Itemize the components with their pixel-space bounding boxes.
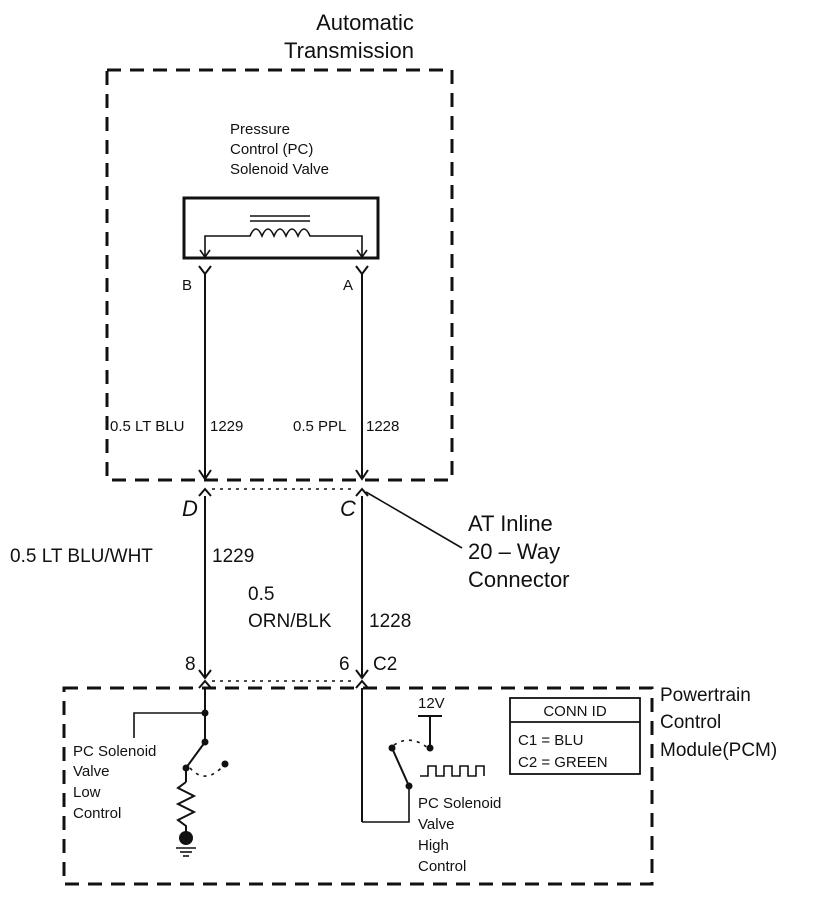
high-control-line1: PC Solenoid <box>418 795 501 812</box>
solenoid-label-line2: Control (PC) <box>230 141 313 158</box>
connector-d-icon <box>198 487 212 497</box>
solenoid-label-line3: Solenoid Valve <box>230 161 329 178</box>
conn-id-row2: C2 = GREEN <box>518 754 608 771</box>
conn-id-row1: C1 = BLU <box>518 732 583 749</box>
arrow-down-icon <box>198 469 212 481</box>
transmission-title-line1: Automatic <box>316 10 414 35</box>
high-control-line3: High <box>418 837 449 854</box>
pin-6-label: 6 <box>339 654 350 675</box>
supply-label: 12V <box>418 695 445 712</box>
harness-left-circuit: 1229 <box>212 546 254 567</box>
low-control-line4: Control <box>73 805 121 822</box>
terminal-b-icon <box>198 265 212 276</box>
pcm-pin-8-icon <box>198 679 212 689</box>
pcm-title-line3: Module(PCM) <box>660 740 777 761</box>
harness-left-gauge: 0.5 LT BLU/WHT <box>10 546 153 567</box>
pwm-signal-icon <box>420 765 485 777</box>
terminal-a-icon <box>355 265 369 276</box>
pcm-title-line2: Control <box>660 712 721 733</box>
arrow-down-icon <box>355 469 369 481</box>
wire-right-circuit: 1228 <box>366 418 399 435</box>
harness-right-gauge-line2: ORN/BLK <box>248 611 332 632</box>
connector-leader-line <box>365 491 463 549</box>
pin-a-label: A <box>343 277 353 294</box>
harness-right-circuit: 1228 <box>369 611 411 632</box>
solenoid-valve-symbol <box>182 196 380 260</box>
pin-c-label: C <box>340 496 356 521</box>
wire-left-circuit: 1229 <box>210 418 243 435</box>
arrow-down-icon <box>198 669 212 680</box>
pin-d-label: D <box>182 496 198 521</box>
connector-c-icon <box>355 487 369 497</box>
pcm-pin-6-icon <box>355 679 369 689</box>
inline-label-line3: Connector <box>468 567 570 592</box>
high-control-line4: Control <box>418 858 466 875</box>
transmission-block: Automatic Transmission Pressure Control … <box>105 10 454 482</box>
high-control-line2: Valve <box>418 816 454 833</box>
harness-right-gauge-line1: 0.5 <box>248 584 274 605</box>
inline-label-line2: 20 – Way <box>468 539 560 564</box>
low-control-line2: Valve <box>73 763 109 780</box>
solenoid-label-line1: Pressure <box>230 121 290 138</box>
pcm-block: 8 6 C2 Powertrain Control Module(PCM) PC… <box>62 654 777 886</box>
transmission-boundary <box>105 68 454 482</box>
high-control-driver <box>361 688 485 823</box>
conn-id-header: CONN ID <box>543 703 607 720</box>
inline-label-line1: AT Inline <box>468 511 553 536</box>
low-control-driver <box>133 688 229 857</box>
wire-left-gauge: 0.5 LT BLU <box>110 418 185 435</box>
low-control-line3: Low <box>73 784 101 801</box>
pin-8-label: 8 <box>185 654 196 675</box>
pcm-title-line1: Powertrain <box>660 685 751 706</box>
connector-c2-label: C2 <box>373 654 397 675</box>
transmission-title-line2: Transmission <box>284 38 414 63</box>
pin-b-label: B <box>182 277 192 294</box>
arrow-down-icon <box>355 669 369 680</box>
wire-right-gauge: 0.5 PPL <box>293 418 346 435</box>
inline-connector: D C AT Inline 20 – Way Connector 0.5 LT … <box>10 487 570 680</box>
low-control-line1: PC Solenoid <box>73 743 156 760</box>
conn-id-table: CONN ID C1 = BLU C2 = GREEN <box>509 697 641 775</box>
